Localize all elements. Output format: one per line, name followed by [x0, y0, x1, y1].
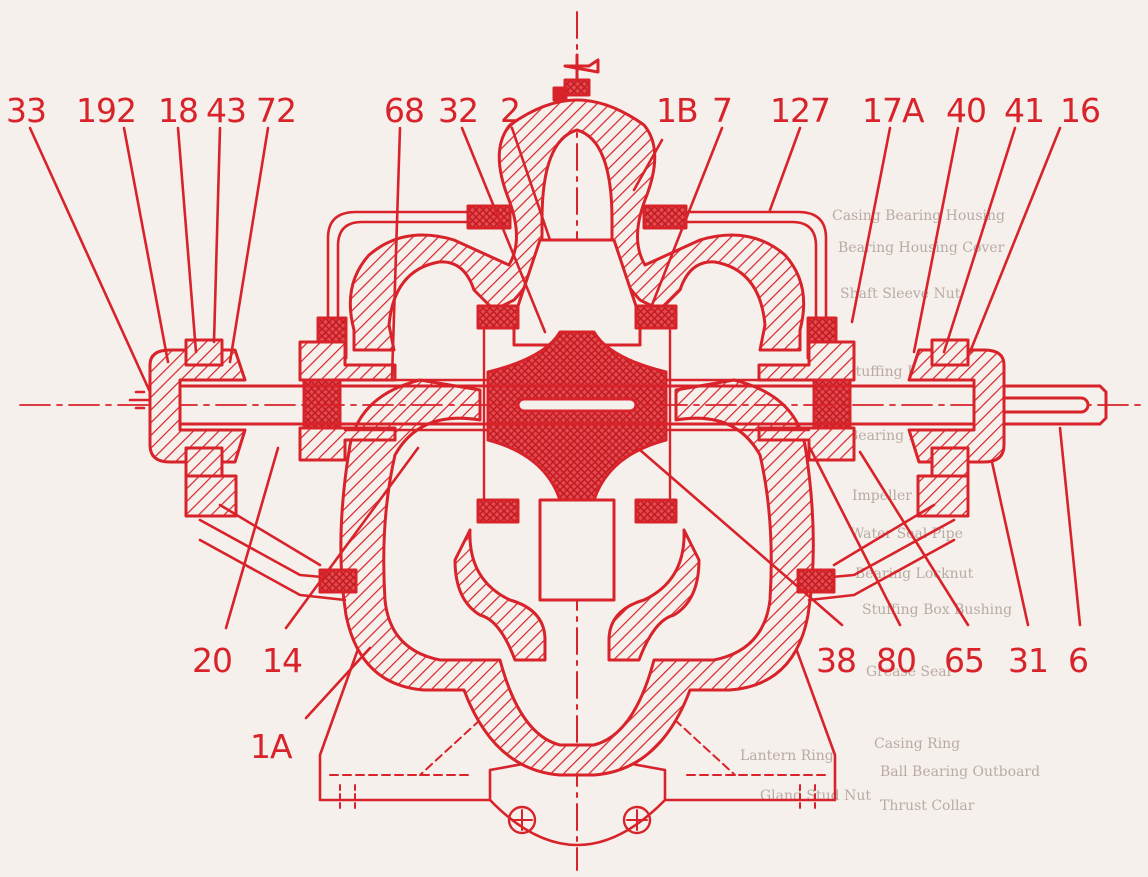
callout-38: 38 — [816, 641, 856, 680]
callout-14: 14 — [262, 641, 302, 680]
bleed-line: Shaft Sleeve Nut — [840, 286, 961, 302]
callout-40: 40 — [946, 91, 986, 130]
callout-17A: 17A — [862, 91, 925, 130]
callout-65: 65 — [944, 641, 984, 680]
casing-ring — [634, 498, 678, 524]
callout-labels: 33 192 18 43 72 68 32 2 1B 7 127 17A 40 … — [6, 91, 1101, 766]
casing-ring — [476, 304, 520, 330]
casing-ring — [476, 498, 520, 524]
water-seal-pipe-127 — [316, 204, 838, 360]
bleed-line: Stuffing Box Bushing — [862, 602, 1012, 618]
callout-2: 2 — [500, 91, 520, 130]
bleed-line: Thrust Collar — [880, 798, 975, 814]
callout-43: 43 — [206, 91, 246, 130]
callout-127: 127 — [770, 91, 830, 130]
lower-casing-1A — [339, 378, 815, 777]
upper-casing-1B — [348, 98, 806, 352]
callout-31: 31 — [1008, 641, 1048, 680]
callout-192: 192 — [76, 91, 136, 130]
stuffing-box-right — [757, 340, 856, 382]
callout-41: 41 — [1004, 91, 1044, 130]
callout-1A: 1A — [250, 727, 293, 766]
callout-72: 72 — [256, 91, 296, 130]
callout-16: 16 — [1060, 91, 1100, 130]
bleed-line: Grease Seal — [866, 664, 952, 680]
vent-plug — [552, 53, 600, 102]
packing-right — [812, 378, 852, 430]
bleed-line: Casing Ring — [874, 736, 960, 752]
callout-1B: 1B — [656, 91, 698, 130]
packing-left — [302, 378, 342, 430]
callout-20: 20 — [192, 641, 232, 680]
bleed-line: Ball Bearing Outboard — [880, 764, 1040, 780]
callout-6: 6 — [1068, 641, 1088, 680]
stuffing-box-left — [298, 340, 397, 382]
callout-32: 32 — [438, 91, 478, 130]
shaft-6 — [19, 384, 1141, 426]
callout-68: 68 — [384, 91, 424, 130]
bleed-line: Casing Bearing Housing — [832, 208, 1005, 224]
impeller-hub — [486, 330, 668, 502]
bearing-housing-right — [907, 348, 1006, 464]
bleed-line: Bearing Housing Cover — [838, 240, 1005, 256]
callout-18: 18 — [158, 91, 198, 130]
callout-7: 7 — [712, 91, 732, 130]
callout-33: 33 — [6, 91, 46, 130]
casing-ring — [634, 304, 678, 330]
bleed-line: Lantern Ring — [740, 748, 834, 764]
pump-base — [318, 608, 837, 847]
lower-volute — [453, 528, 547, 662]
callout-80: 80 — [876, 641, 916, 680]
bearing-housing-left — [148, 348, 247, 464]
leader-lines — [28, 126, 1082, 720]
